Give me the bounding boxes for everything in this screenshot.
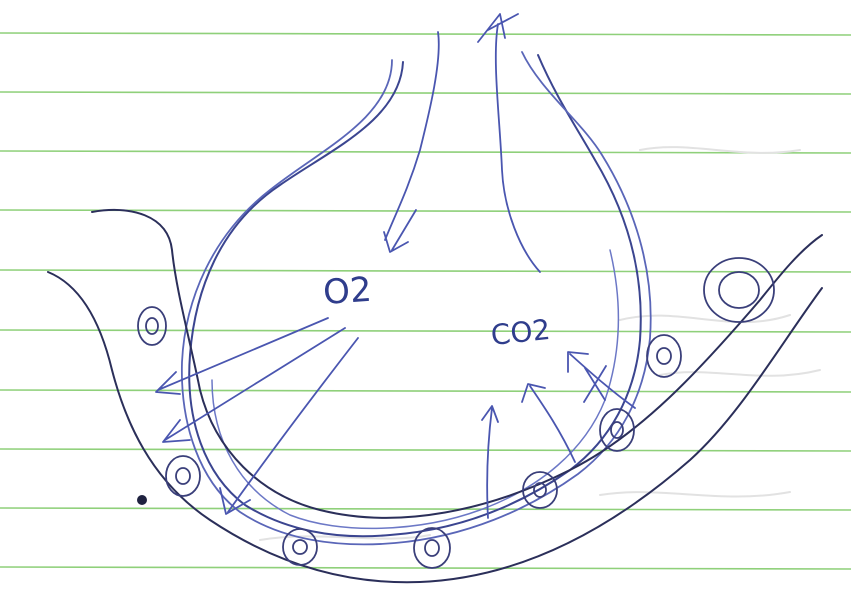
alveolus-outer-wall (189, 55, 641, 536)
capillary-end-dot (137, 495, 147, 505)
blood-cell (414, 528, 450, 568)
blood-cell (647, 335, 681, 377)
capillary-inner-edge (92, 210, 822, 518)
carbon-dioxide-label: CO2 (489, 313, 552, 352)
capillary (48, 210, 822, 582)
blood-cell-large (704, 258, 774, 322)
blood-cell (283, 529, 317, 565)
blood-cell (166, 456, 200, 496)
ruled-line (0, 330, 851, 332)
co2-cross-mark (584, 366, 606, 402)
ruled-line (0, 33, 851, 35)
blood-cell (138, 307, 166, 345)
ruled-line (0, 92, 851, 94)
airway-left-wall (385, 32, 439, 240)
oxygen-arrow (220, 338, 358, 514)
ruled-line (0, 390, 851, 392)
oxygen-label: O2 (322, 270, 373, 313)
ruled-line (0, 270, 851, 272)
ruled-line (0, 508, 851, 510)
airway-tube (385, 14, 540, 272)
co2-arrow (568, 352, 635, 408)
blood-cells (138, 258, 774, 568)
alveolus-wall (182, 52, 651, 544)
airway-right-wall (496, 24, 540, 272)
alveolus-inner-wall (182, 52, 651, 544)
ruled-line (0, 449, 851, 451)
